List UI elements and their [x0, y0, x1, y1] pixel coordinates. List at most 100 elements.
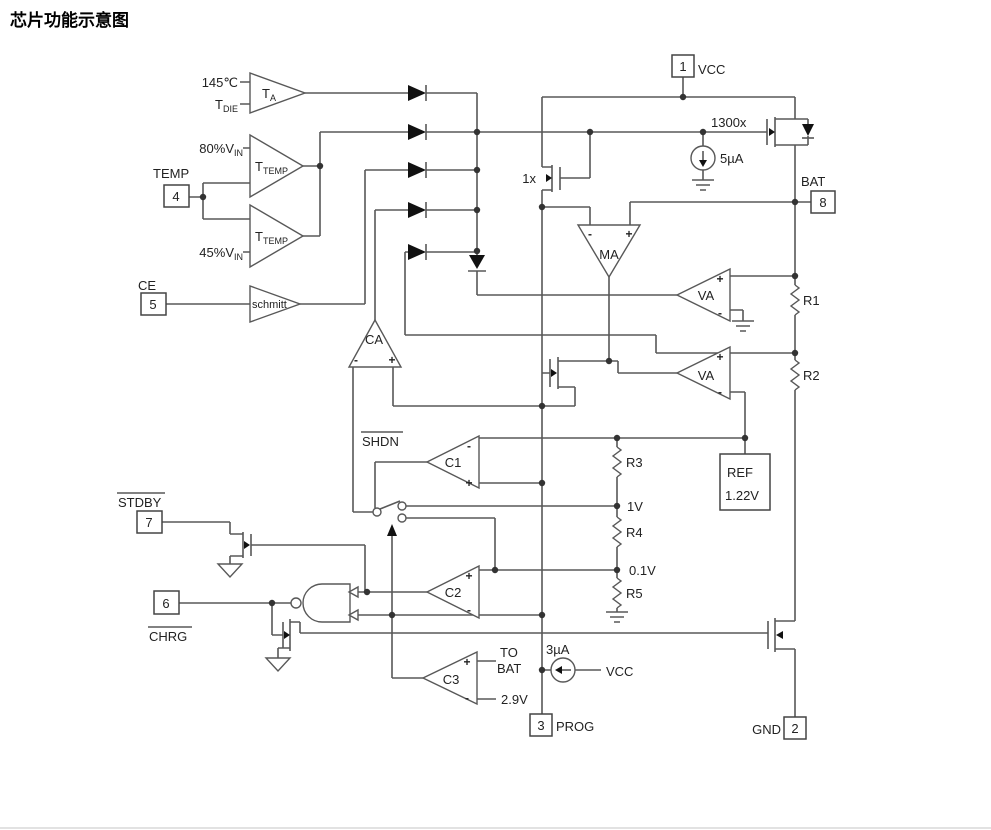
label-tdie: TDIE: [215, 97, 238, 114]
body-diode: [802, 124, 814, 139]
to-bat-label-1: TO: [500, 645, 518, 660]
ground-r5: [606, 611, 628, 623]
pin-3-number: 3: [537, 718, 544, 733]
pin-7-label: STDBY: [118, 495, 162, 510]
pin-1-label: VCC: [698, 62, 725, 77]
mode-switch: [372, 500, 407, 536]
r4-label: R4: [626, 525, 643, 540]
resistor-r5: [611, 577, 623, 609]
page-title: 芯片功能示意图: [10, 11, 129, 30]
va2-minus: -: [718, 385, 722, 399]
vcc-source-label: VCC: [606, 664, 633, 679]
pin-3-label: PROG: [556, 719, 594, 734]
c2-comparator: [425, 564, 480, 620]
pin-6-box: [153, 590, 180, 615]
current-source-3ua: [550, 657, 576, 683]
va2-label: VA: [698, 368, 715, 383]
diode-3: [408, 162, 427, 178]
wires: [162, 77, 811, 717]
nand-bubble: [290, 597, 302, 609]
diode-1: [408, 85, 427, 101]
ttemp-comparator-1: [249, 133, 305, 199]
to-bat-label-2: BAT: [497, 661, 521, 676]
mosfet-gnd: [767, 618, 776, 652]
mosfet-1x: [551, 165, 561, 192]
pin-3-box: [529, 713, 553, 737]
ca-amplifier: [347, 318, 403, 368]
mirror-1300-label: 1300x: [711, 115, 747, 130]
shdn-label: SHDN: [362, 434, 399, 449]
diode-4: [408, 202, 427, 218]
wire: [162, 77, 811, 717]
labels: 145℃ TDIE 80%VIN 45%VIN TA TTEMP TTEMP s…: [199, 75, 819, 707]
c2-plus: +: [465, 569, 472, 583]
resistor-r2: [789, 359, 801, 391]
pin-1-box: [671, 54, 695, 78]
pin-8-label: BAT: [801, 174, 825, 189]
diodes: [408, 85, 814, 272]
ttemp-comparator-2: [249, 203, 305, 269]
pin-1-number: 1: [679, 59, 686, 74]
label-145c: 145℃: [202, 75, 238, 90]
ma-plus: +: [625, 227, 632, 241]
current-3ua-label: 3µA: [546, 642, 570, 657]
r5-label: R5: [626, 586, 643, 601]
mosfet-pass-arrow: [551, 369, 557, 377]
current-source-5ua: [690, 145, 716, 171]
mirror-1-label: 1x: [522, 171, 536, 186]
ground-chrg: [264, 657, 292, 673]
c3-plus: +: [463, 655, 470, 669]
c1-minus: -: [467, 439, 471, 453]
amplifiers: [249, 72, 731, 706]
ca-label: CA: [365, 332, 383, 347]
va1-label: VA: [698, 288, 715, 303]
pin-5-number: 5: [149, 297, 156, 312]
pin-8-number: 8: [819, 195, 826, 210]
va-amplifier-1: [675, 267, 731, 323]
pin-8-box: [810, 190, 836, 214]
schmitt-buffer: [249, 285, 303, 323]
ground-5ua: [692, 179, 714, 191]
pin-2-number: 2: [791, 721, 798, 736]
current-5ua-label: 5µA: [720, 151, 744, 166]
pin-2-label: GND: [752, 722, 781, 737]
schmitt-label: schmitt: [252, 299, 287, 311]
diode-down: [468, 255, 486, 272]
c3-comparator: [421, 650, 478, 706]
pin-4-box: [163, 184, 190, 208]
v01-label: 0.1V: [629, 563, 656, 578]
pin-2-box: [783, 716, 807, 740]
r3-label: R3: [626, 455, 643, 470]
ca-plus: +: [388, 353, 395, 367]
pin-6-number: 6: [162, 596, 169, 611]
mosfets: [242, 117, 783, 652]
mosfet-chrg-arrow: [284, 631, 290, 639]
pin-5-box: [140, 292, 167, 316]
ma-amplifier: [576, 224, 642, 279]
nand-gate: [290, 583, 359, 623]
diode-2: [408, 124, 427, 140]
va2-plus: +: [716, 350, 723, 364]
ref-block: REF 1.22V: [719, 453, 771, 511]
va-amplifier-2: [675, 345, 731, 401]
mosfet-1300x-arrow: [769, 128, 775, 136]
ttemp1-label: TTEMP: [255, 159, 288, 176]
ttemp2-label: TTEMP: [255, 229, 288, 246]
c3-minus: -: [465, 691, 469, 705]
r2-label: R2: [803, 368, 820, 383]
ma-label: MA: [599, 247, 619, 262]
pin-5-label: CE: [138, 278, 156, 293]
pin-7-box: [136, 510, 163, 534]
ground-va1: [732, 320, 754, 332]
resistors: [611, 284, 801, 609]
pin-4-label: TEMP: [153, 166, 189, 181]
mosfet-1x-arrow: [546, 174, 552, 182]
c1-comparator: [425, 434, 480, 490]
c1-plus: +: [465, 476, 472, 490]
label-45vin: 45%VIN: [199, 245, 243, 262]
mosfet-gnd-arrow: [776, 631, 783, 639]
ma-minus: -: [588, 227, 592, 241]
ref-voltage: 1.22V: [725, 488, 759, 503]
mosfet-pass: [549, 357, 559, 389]
